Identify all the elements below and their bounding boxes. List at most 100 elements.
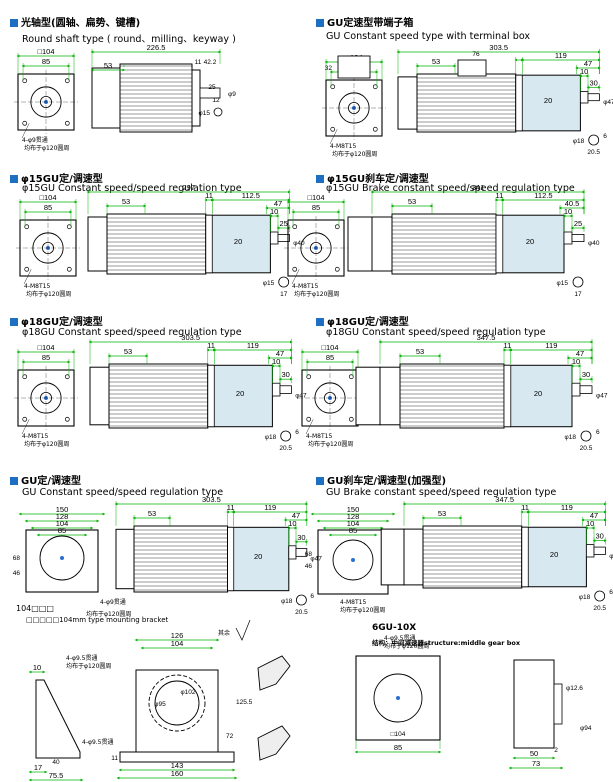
mount-hole bbox=[334, 224, 340, 230]
dimension-label: 20.5 bbox=[593, 605, 606, 612]
dimension-label: φ47 bbox=[603, 99, 613, 106]
brake-unit bbox=[380, 528, 405, 586]
section2-drawing: □104854-M8T15均布于φ120圆周32303.553119471030… bbox=[322, 43, 613, 158]
bullet-square-icon bbox=[10, 175, 18, 183]
brake-unit bbox=[347, 216, 373, 272]
dimension-label: 30 bbox=[590, 78, 598, 87]
section5-title: φ18GU定/调速型 bbox=[10, 313, 103, 328]
mount-hole bbox=[22, 374, 28, 380]
leader-line bbox=[305, 419, 314, 435]
dimension-label: 72 bbox=[226, 733, 234, 740]
dimension-label: φ47 bbox=[310, 555, 322, 562]
bullet-square-icon bbox=[316, 318, 324, 326]
mount-hole bbox=[22, 120, 28, 126]
gear-flange bbox=[521, 526, 529, 588]
dimension-label: 11 bbox=[521, 503, 529, 512]
holes-note: 4-M8T15 bbox=[292, 283, 318, 290]
dimension-label: 32 bbox=[325, 65, 333, 72]
dimension-label: 85 bbox=[44, 203, 52, 212]
section1-title: 光轴型(圆轴、扁势、键槽) bbox=[10, 14, 140, 29]
dimension-label: 11 bbox=[504, 341, 512, 350]
bolt-circle bbox=[148, 674, 206, 732]
holes-note: 4-φ9.5贯通 bbox=[384, 634, 415, 642]
dimension-label: φ18 bbox=[565, 434, 577, 441]
pilot-bore bbox=[154, 680, 200, 726]
holes-note: 4-M8T15 bbox=[330, 143, 356, 150]
shaft-center bbox=[396, 696, 400, 700]
mount-hole bbox=[24, 224, 30, 230]
dimension-label: 10 bbox=[580, 67, 588, 76]
end-cap bbox=[379, 366, 401, 426]
dimension-label: φ18 bbox=[281, 598, 293, 605]
dimension-label: 10 bbox=[288, 519, 296, 528]
mount-hole bbox=[348, 374, 354, 380]
dimension-label: φ47 bbox=[295, 392, 307, 399]
shaft-boss bbox=[288, 545, 297, 560]
dimension-label: 226.5 bbox=[147, 43, 166, 52]
holes-note: 4-φ9.5贯通 bbox=[82, 738, 113, 746]
dimension-label: 85 bbox=[394, 743, 402, 752]
dimension-label: 104 bbox=[347, 519, 360, 528]
dimension-label: 6 bbox=[295, 429, 299, 436]
mount-hole bbox=[348, 416, 354, 422]
end-cap bbox=[89, 366, 110, 426]
dimension-label: 128 bbox=[56, 512, 69, 521]
flange-plate bbox=[25, 529, 99, 593]
motor-body bbox=[422, 525, 523, 589]
section7-title: GU定/调速型 bbox=[10, 472, 81, 487]
output-shaft bbox=[571, 233, 585, 242]
dimension-label: 112.5 bbox=[534, 191, 552, 200]
section7-subtitle: GU Constant speed/speed regulation type bbox=[22, 487, 224, 498]
terminal-box-front bbox=[337, 55, 371, 79]
dimension-label: 150 bbox=[56, 505, 69, 514]
shaft-section bbox=[295, 594, 307, 606]
dimension-label: 53 bbox=[122, 197, 130, 206]
dimension-label: □104 bbox=[391, 731, 406, 738]
dimension-label: 20.5 bbox=[279, 445, 292, 452]
section6-title: φ18GU定/调速型 bbox=[316, 313, 409, 328]
mount-hole bbox=[372, 126, 378, 132]
shaft-boss bbox=[563, 231, 573, 245]
leader-line bbox=[23, 269, 32, 285]
dimension-label: 10 bbox=[564, 207, 572, 216]
dimension-label: 40.5 bbox=[565, 199, 580, 208]
surface-note: 其余 bbox=[218, 629, 230, 637]
dimension-label: 160 bbox=[171, 769, 184, 778]
shaft-center bbox=[60, 556, 64, 560]
dimension-label: 341 bbox=[472, 183, 485, 192]
dimension-label: 104 bbox=[171, 639, 184, 648]
dimension-label: φ18 bbox=[265, 434, 277, 441]
shaft-center bbox=[351, 558, 355, 562]
dimension-label: 150 bbox=[347, 505, 360, 514]
dimension-label: 11 bbox=[227, 503, 235, 512]
dimension-label: 104 bbox=[56, 519, 69, 528]
output-shaft bbox=[277, 233, 290, 242]
dimension-label: 53 bbox=[104, 61, 112, 70]
dimension-label: 119 bbox=[264, 503, 276, 512]
motor-body bbox=[119, 63, 193, 133]
section2-subtitle: GU Constant speed type with terminal box bbox=[326, 31, 531, 42]
mount-hole bbox=[64, 374, 70, 380]
mount-hole bbox=[306, 416, 312, 422]
gearbox-title: 6GU-10X bbox=[372, 623, 417, 633]
dimension-label: 68 bbox=[305, 551, 313, 558]
bullet-square-icon bbox=[316, 477, 324, 485]
output-shaft bbox=[593, 546, 606, 555]
dimension-label: 347.5 bbox=[495, 495, 514, 504]
circle-note: 均布于φ120圆周 bbox=[294, 290, 339, 298]
dimension-label: 11 bbox=[111, 755, 118, 762]
mount-hole bbox=[330, 126, 336, 132]
dimension-label: 20 bbox=[544, 96, 552, 105]
dimension-label: 119 bbox=[561, 503, 573, 512]
bullet-square-icon bbox=[10, 477, 18, 485]
terminal-box-side bbox=[457, 59, 487, 77]
dimension-label: 6 bbox=[603, 133, 607, 140]
section1-subtitle: Round shaft type ( round、milling、keyway … bbox=[22, 34, 236, 45]
dimension-label: 119 bbox=[545, 341, 557, 350]
dimension-label: 10 bbox=[270, 207, 278, 216]
